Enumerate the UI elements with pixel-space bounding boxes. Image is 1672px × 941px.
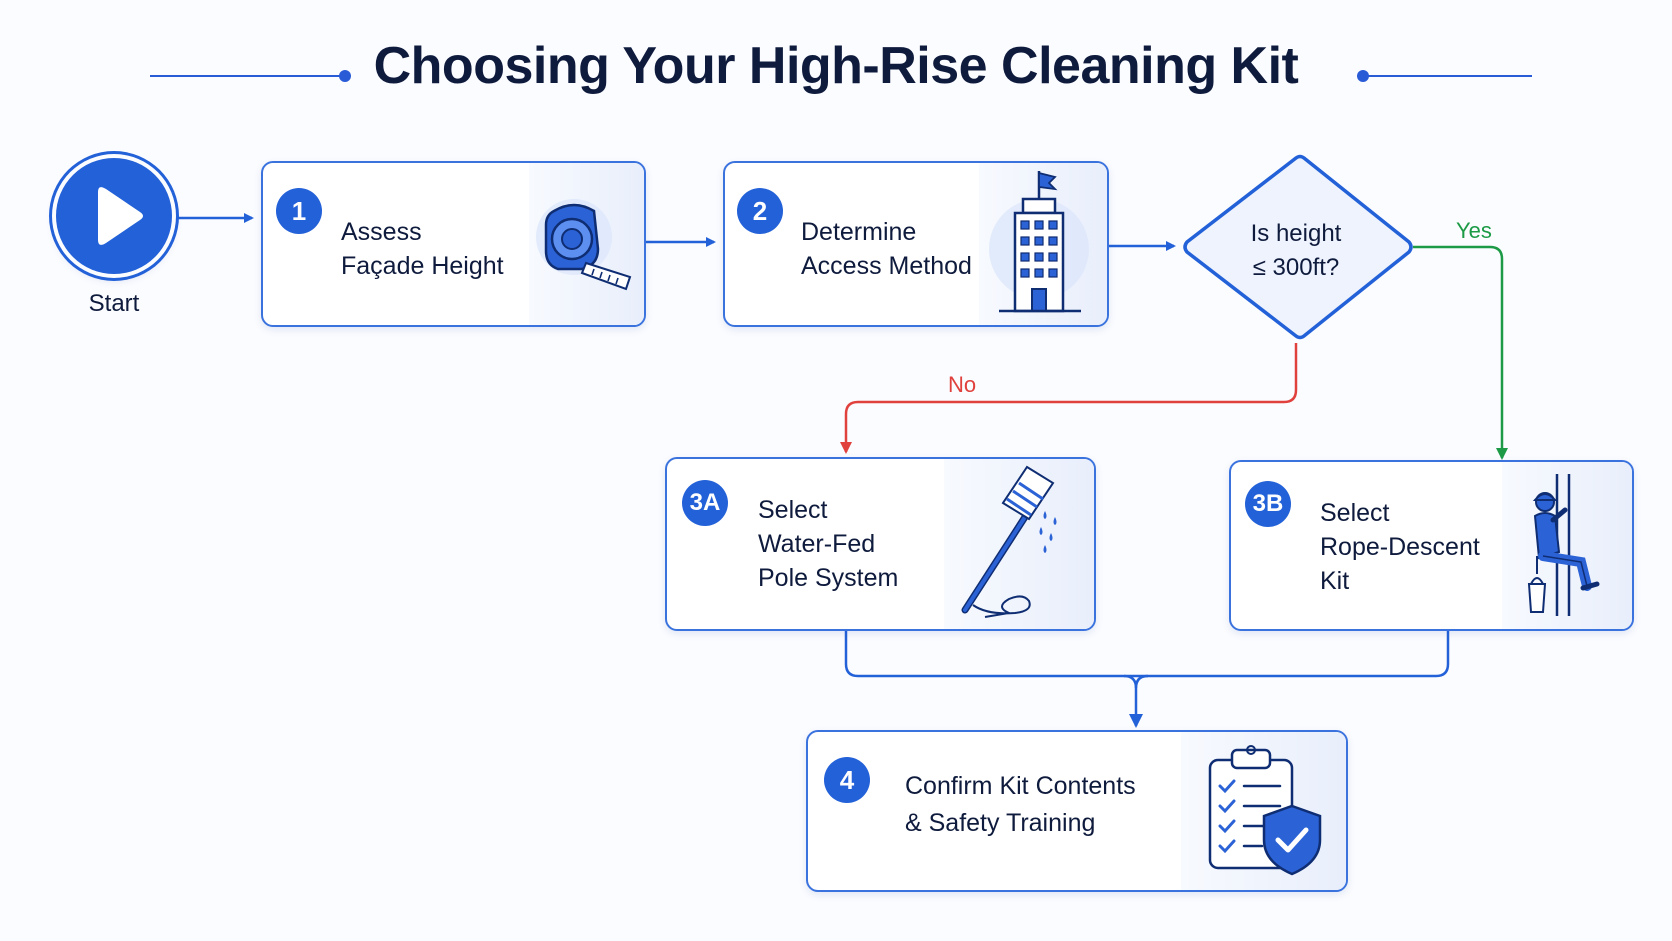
merge-line-from-3a bbox=[844, 628, 1450, 678]
step-4-label: Confirm Kit Contents& Safety Training bbox=[905, 772, 1136, 837]
decision-question: Is height≤ 300ft? bbox=[1250, 220, 1342, 281]
title-rule-left bbox=[150, 75, 346, 77]
no-label: No bbox=[948, 372, 977, 397]
title-rule-right bbox=[1368, 75, 1532, 77]
title-rule-left-dot bbox=[339, 70, 351, 82]
checklist-shield-icon bbox=[1208, 745, 1322, 876]
diagram-title: Choosing Your High-Rise Cleaning Kit bbox=[373, 37, 1299, 95]
step-2-badge: 2 bbox=[737, 188, 783, 234]
arrow-yes-branch bbox=[1413, 245, 1508, 460]
start-button[interactable] bbox=[56, 158, 172, 274]
start-label: Start bbox=[88, 290, 140, 317]
building-icon bbox=[989, 171, 1089, 313]
play-icon bbox=[98, 187, 143, 245]
title-rule-right-dot bbox=[1357, 70, 1369, 82]
tape-measure-icon bbox=[536, 199, 632, 291]
step-4-badge: 4 bbox=[824, 757, 870, 803]
yes-label: Yes bbox=[1456, 218, 1492, 243]
arrow-merge-to-step4 bbox=[1123, 674, 1143, 728]
water-fed-pole-icon bbox=[961, 465, 1057, 618]
arrow-no-branch bbox=[840, 343, 1298, 454]
rope-descent-worker-icon bbox=[1527, 474, 1600, 616]
step-3b-badge: 3B bbox=[1245, 481, 1291, 527]
step-4-card[interactable]: 4 Confirm Kit Contents& Safety Training bbox=[806, 730, 1348, 892]
decision-diamond[interactable] bbox=[1175, 152, 1417, 344]
step-1-badge: 1 bbox=[276, 188, 322, 234]
step-3a-badge: 3A bbox=[682, 480, 728, 526]
